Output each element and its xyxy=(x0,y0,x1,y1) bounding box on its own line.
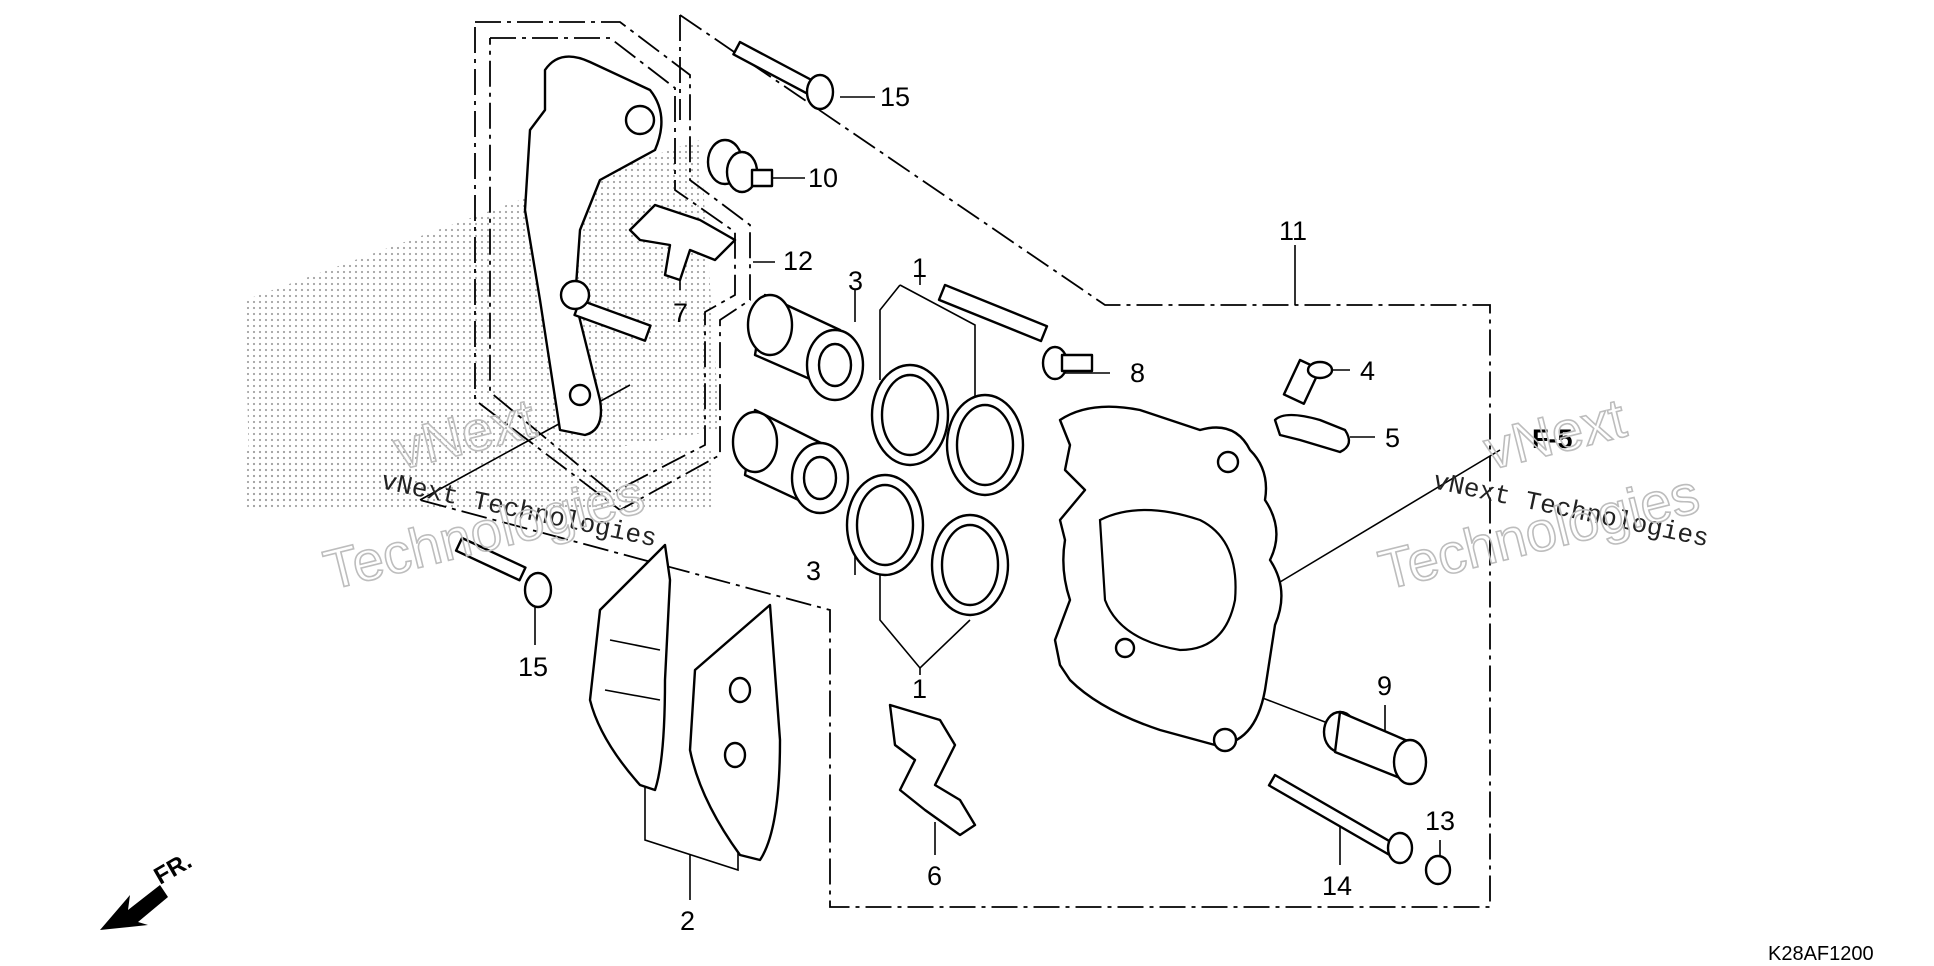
bleeder-cap-5 xyxy=(1273,413,1351,454)
piston-3-bottom xyxy=(731,408,850,515)
bolt-15-left xyxy=(454,536,553,609)
callout-15-top: 15 xyxy=(880,82,910,112)
sleeve-9 xyxy=(1322,710,1428,786)
plug-13 xyxy=(1424,854,1452,886)
brake-pad-outer xyxy=(588,543,672,792)
callout-5: 5 xyxy=(1385,423,1400,453)
boot-10 xyxy=(706,138,774,194)
callout-3-top: 3 xyxy=(848,266,863,296)
brake-pad-inner xyxy=(688,603,782,862)
callout-14: 14 xyxy=(1322,871,1352,901)
front-label: FR. xyxy=(150,847,197,890)
callout-11: 11 xyxy=(1279,216,1307,246)
bleeder-4 xyxy=(1282,358,1334,405)
piston-3-top xyxy=(746,293,865,402)
caliper-body xyxy=(1053,405,1283,753)
callout-4: 4 xyxy=(1360,356,1375,386)
callout-9: 9 xyxy=(1377,671,1392,701)
callout-labels: 15 10 11 12 3 1 7 8 4 5 3 15 1 9 13 6 14… xyxy=(518,82,1455,936)
callout-1-bottom: 1 xyxy=(912,674,927,704)
pin-14 xyxy=(1267,773,1414,865)
ref-label: F-5 xyxy=(1532,424,1573,454)
diagram-code: K28AF1200 xyxy=(1768,943,1874,965)
assembly-outline-12 xyxy=(474,21,751,512)
callout-3-bottom: 3 xyxy=(806,556,821,586)
callout-12: 12 xyxy=(783,246,813,276)
watermark-line3-right: Technologies xyxy=(1373,461,1705,601)
pin-8 xyxy=(937,283,1094,381)
callout-15-left: 15 xyxy=(518,652,548,682)
pad-spring-6 xyxy=(888,703,977,837)
clip-7 xyxy=(628,203,737,282)
seals-1 xyxy=(845,363,1025,617)
caliper-bracket xyxy=(523,55,663,437)
callout-10: 10 xyxy=(808,163,838,193)
callout-13: 13 xyxy=(1425,806,1455,836)
watermark-line2-right: vNext xyxy=(1478,386,1633,482)
callout-2: 2 xyxy=(680,906,695,936)
callout-7: 7 xyxy=(673,298,688,328)
watermark-right: vNext Technologies vNext Technologies xyxy=(1372,385,1711,602)
callout-8: 8 xyxy=(1130,358,1145,388)
bolt-15-top xyxy=(732,40,835,111)
front-direction-arrow-icon: FR. xyxy=(100,847,196,930)
callout-6: 6 xyxy=(927,861,942,891)
leader-lines xyxy=(419,96,1501,900)
callout-1-top: 1 xyxy=(912,253,927,283)
